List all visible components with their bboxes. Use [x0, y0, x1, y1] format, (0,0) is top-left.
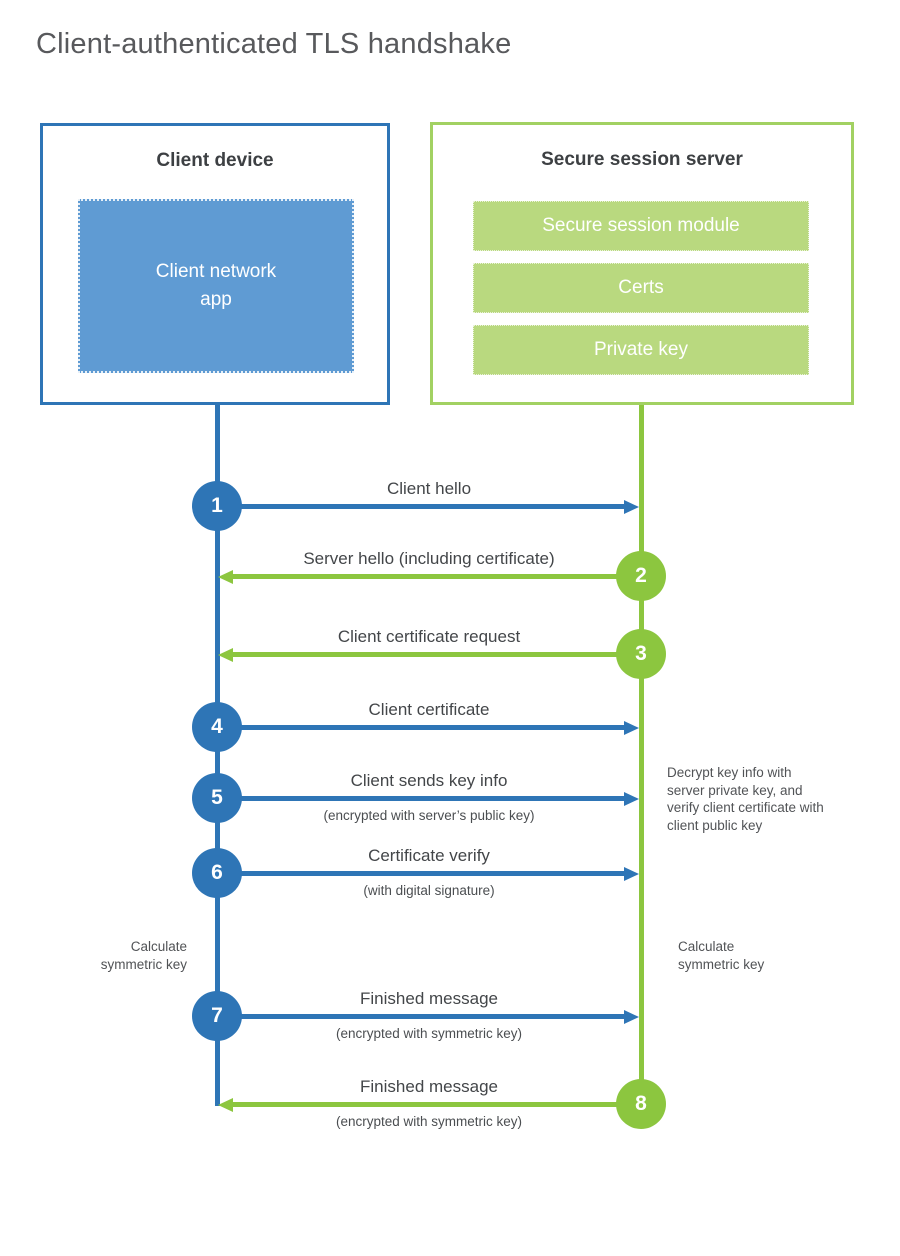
step-2-arrow-left-icon: [218, 569, 641, 584]
server-module-secure-session: Secure session module: [473, 201, 809, 251]
step-7-sublabel: (encrypted with symmetric key): [335, 1026, 523, 1041]
step-8-label: Finished message: [360, 1077, 498, 1096]
step-7-label: Finished message: [360, 989, 498, 1008]
step-1-label: Client hello: [386, 479, 472, 498]
server-lifeline: [639, 405, 644, 1105]
step-3-label: Client certificate request: [337, 627, 521, 646]
diagram-title: Client-authenticated TLS handshake: [36, 28, 512, 60]
step-8-badge: 8: [616, 1079, 666, 1129]
step-7-badge: 7: [192, 991, 242, 1041]
client-device-title: Client device: [156, 150, 274, 171]
step-7-arrow-right-icon: [217, 1009, 639, 1024]
step-4-arrow-right-icon: [217, 720, 639, 735]
step-5-label: Client sends key info: [350, 771, 508, 790]
calculate-symmetric-key-left: Calculate symmetric key: [100, 939, 187, 972]
step-1-arrow-right-icon: [217, 499, 639, 514]
step-4-label: Client certificate: [368, 700, 490, 719]
step-5-badge: 5: [192, 773, 242, 823]
server-module-private-key: Private key: [473, 325, 809, 375]
client-lifeline: [215, 405, 220, 1106]
step-6-sublabel: (with digital signature): [363, 883, 495, 898]
step-5-arrow-right-icon: [217, 791, 639, 806]
server-title: Secure session server: [541, 149, 743, 170]
step-5-sublabel: (encrypted with server’s public key): [323, 808, 535, 823]
client-device-box: Client device Client network app: [40, 123, 390, 405]
server-box: Secure session server Secure session mod…: [430, 122, 854, 405]
step-6-arrow-right-icon: [217, 866, 639, 881]
step-8-arrow-left-icon: [218, 1097, 641, 1112]
step-3-arrow-left-icon: [218, 647, 641, 662]
step-2-label: Server hello (including certificate): [303, 549, 555, 568]
decrypt-note: Decrypt key info with server private key…: [667, 765, 824, 833]
calculate-symmetric-key-right: Calculate symmetric key: [678, 939, 765, 972]
step-8-sublabel: (encrypted with symmetric key): [335, 1114, 523, 1129]
step-3-badge: 3: [616, 629, 666, 679]
step-2-badge: 2: [616, 551, 666, 601]
step-6-label: Certificate verify: [368, 846, 490, 865]
step-4-badge: 4: [192, 702, 242, 752]
step-1-badge: 1: [192, 481, 242, 531]
server-module-certs: Certs: [473, 263, 809, 313]
step-6-badge: 6: [192, 848, 242, 898]
client-network-app-box: Client network app: [78, 199, 354, 373]
client-network-app-label: Client network app: [155, 261, 277, 310]
